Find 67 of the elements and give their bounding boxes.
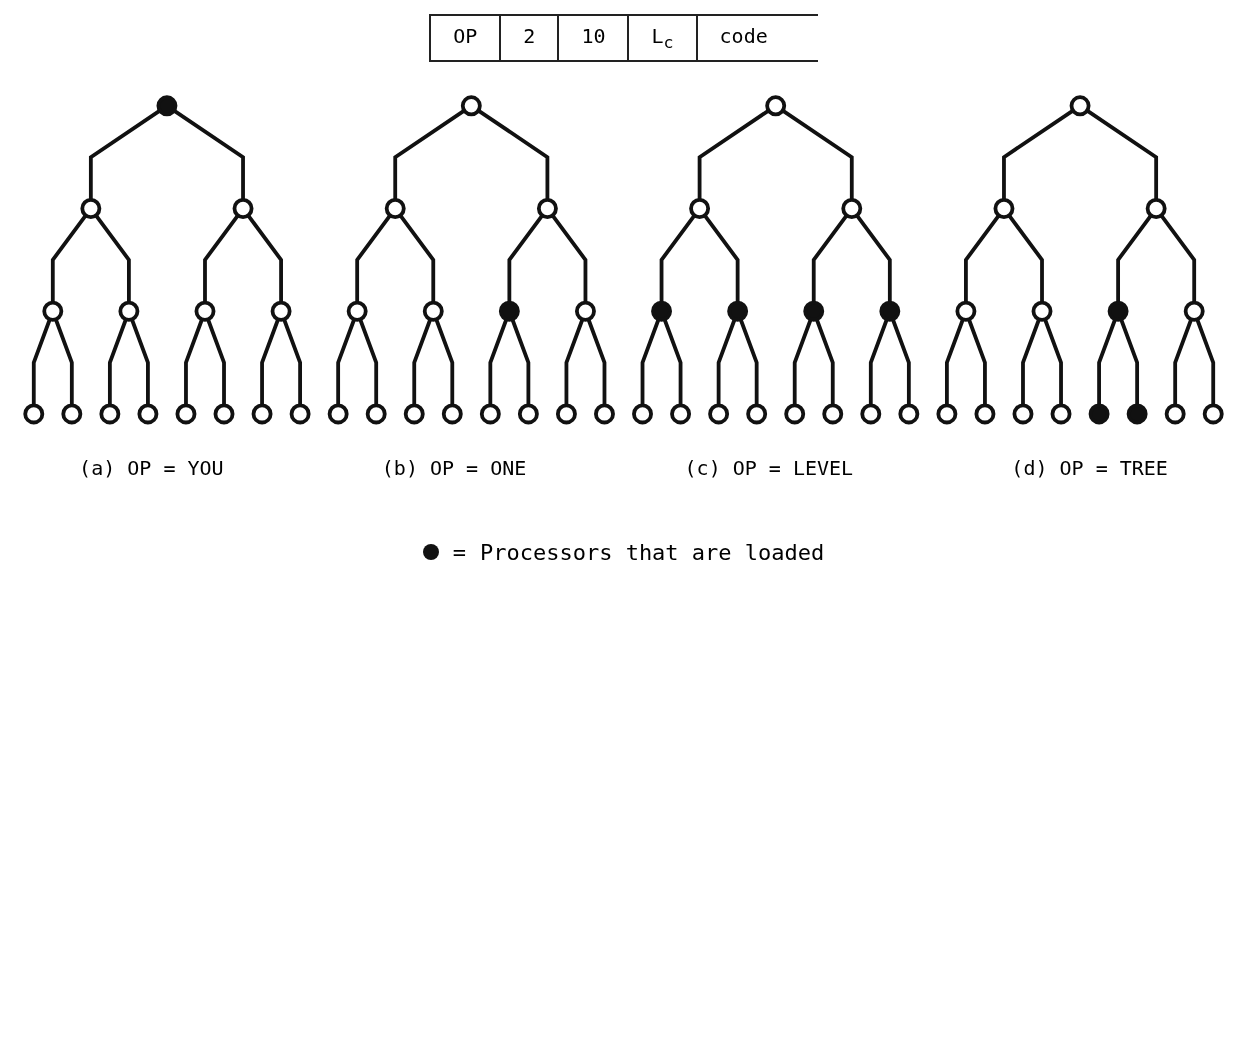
connector: [945, 318, 965, 406]
connector: [738, 318, 759, 406]
caption-text: (a) OP = YOU: [79, 455, 224, 480]
table-cell: 10: [559, 14, 630, 62]
connector: [1007, 214, 1044, 303]
connector: [964, 214, 1001, 303]
connector: [564, 318, 585, 406]
caption-text: (c) OP = LEVEL: [684, 455, 854, 480]
connector: [868, 318, 889, 406]
connector: [203, 214, 240, 303]
connector: [510, 318, 531, 406]
connector: [88, 109, 161, 200]
connector: [1043, 318, 1063, 406]
connector: [107, 318, 128, 406]
connector: [1086, 109, 1159, 200]
connector: [550, 214, 588, 303]
connector: [31, 318, 52, 406]
connector: [781, 109, 854, 200]
connector: [282, 318, 302, 406]
connector: [1173, 318, 1193, 406]
connector: [206, 318, 226, 406]
connector: [488, 318, 509, 406]
connector: [477, 109, 550, 200]
connector: [811, 214, 849, 303]
connector: [260, 318, 280, 406]
connector: [891, 318, 911, 406]
connector: [358, 318, 379, 406]
table-cell: 2: [501, 14, 560, 62]
connector: [814, 318, 835, 406]
connector: [246, 214, 283, 303]
connector: [50, 214, 88, 303]
table-cell: OP: [429, 14, 502, 62]
connector: [792, 318, 813, 406]
connector: [967, 318, 987, 406]
connector: [1021, 318, 1041, 406]
connector: [586, 318, 607, 406]
connector: [54, 318, 74, 406]
table-cell: L$_{c}$: [629, 14, 698, 62]
connector: [130, 318, 150, 406]
connector: [1119, 318, 1140, 406]
table-cell: code: [697, 14, 818, 62]
connector: [507, 214, 544, 303]
connector: [640, 318, 661, 406]
caption-text: (b) OP = ONE: [381, 455, 527, 480]
equals-sign: =: [452, 539, 466, 565]
connector: [398, 214, 436, 303]
connector: [855, 214, 892, 303]
connector: [184, 318, 204, 406]
connector: [1097, 318, 1117, 406]
legend-text: Processors that are loaded: [479, 539, 825, 565]
caption-text: (d) OP = TREE: [1011, 455, 1168, 480]
connector: [94, 214, 131, 303]
connector: [172, 109, 245, 200]
connector: [1195, 318, 1216, 406]
connector: [336, 318, 356, 406]
connector: [662, 318, 683, 406]
connector: [703, 214, 740, 303]
connector: [716, 318, 737, 406]
connector: [393, 109, 466, 200]
connector: [1116, 214, 1153, 303]
connector: [697, 109, 770, 200]
connector: [412, 318, 433, 406]
connector: [434, 318, 455, 406]
connector: [1002, 109, 1075, 200]
connector: [355, 214, 392, 303]
connector: [659, 214, 697, 303]
connector: [1159, 214, 1197, 303]
